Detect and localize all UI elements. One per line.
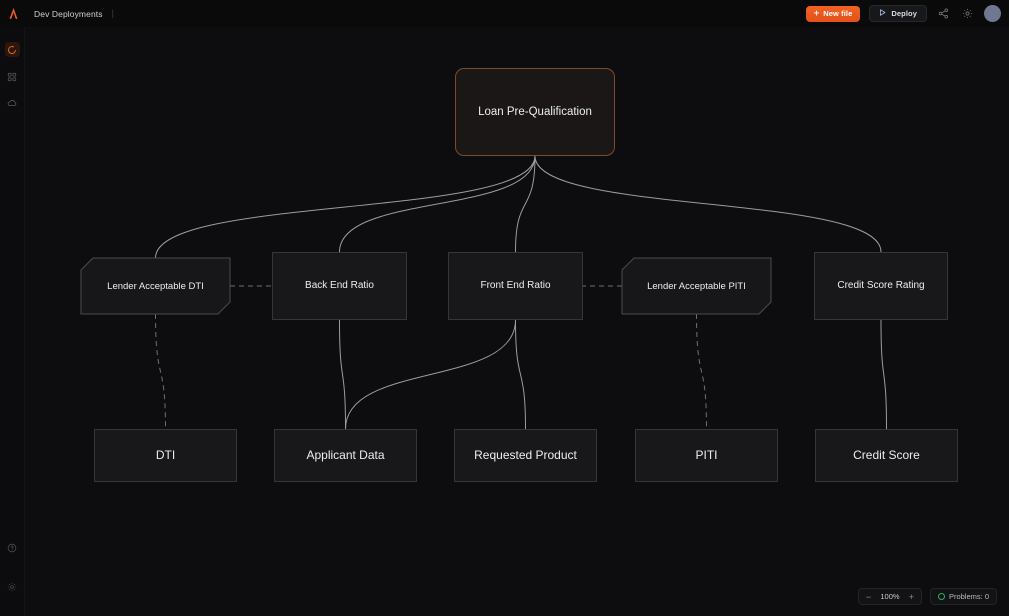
zoom-level-value[interactable]: 100% xyxy=(880,592,900,601)
graph-node-label: Applicant Data xyxy=(306,448,385,462)
zoom-out-button[interactable]: − xyxy=(865,591,872,602)
graph-node-label: Credit Score Rating xyxy=(837,279,925,291)
graph-node-asset[interactable]: Lender Acceptable PITI xyxy=(621,257,772,315)
new-file-button[interactable]: + New file xyxy=(805,5,861,22)
graph-edge xyxy=(880,319,887,430)
plus-icon: + xyxy=(813,8,820,18)
status-ok-icon xyxy=(937,593,945,600)
graph-node-label: Lender Acceptable PITI xyxy=(647,280,746,292)
graph-node-leaf[interactable]: Requested Product xyxy=(454,429,597,482)
play-icon xyxy=(879,9,886,18)
graph-node-label: Back End Ratio xyxy=(305,279,374,291)
avatar[interactable] xyxy=(984,5,1001,22)
graph-node-asset[interactable]: Lender Acceptable DTI xyxy=(80,257,231,315)
deploy-label: Deploy xyxy=(891,9,917,18)
graph-edge xyxy=(515,155,536,253)
graph-edges xyxy=(155,155,887,430)
top-bar: Dev Deployments | + New file Deploy xyxy=(0,0,1009,27)
graph-node-leaf[interactable]: PITI xyxy=(635,429,778,482)
deploy-button[interactable]: Deploy xyxy=(869,5,927,22)
zoom-control: − 100% + xyxy=(857,588,922,605)
problems-label: Problems: 0 xyxy=(948,592,989,601)
gear-icon[interactable] xyxy=(960,6,975,21)
graph-edge xyxy=(155,155,536,259)
cloud-icon[interactable] xyxy=(0,90,25,117)
graph-edge xyxy=(696,313,707,430)
graph-node-label: Requested Product xyxy=(474,448,577,462)
left-rail xyxy=(0,27,25,616)
graph-node-rule[interactable]: Back End Ratio xyxy=(272,252,407,320)
graph-node-label: Loan Pre-Qualification xyxy=(478,105,592,118)
graph-edge xyxy=(155,313,166,430)
new-file-label: New file xyxy=(823,9,853,18)
graph-node-label: PITI xyxy=(695,448,718,462)
graph-node-leaf[interactable]: DTI xyxy=(94,429,237,482)
graph-node-rule[interactable]: Credit Score Rating xyxy=(814,252,948,320)
canvas-status-controls: − 100% + Problems: 0 xyxy=(857,588,997,605)
graph-edge xyxy=(339,319,346,430)
help-icon[interactable] xyxy=(0,534,25,561)
graph-node-leaf[interactable]: Credit Score xyxy=(815,429,958,482)
graph-node-label: DTI xyxy=(155,448,176,462)
activity-icon[interactable] xyxy=(0,36,25,63)
graph-node-rule[interactable]: Front End Ratio xyxy=(448,252,583,320)
breadcrumb-separator: | xyxy=(111,8,114,18)
share-icon[interactable] xyxy=(936,6,951,21)
graph-edge xyxy=(339,155,536,253)
graph-node-leaf[interactable]: Applicant Data xyxy=(274,429,417,482)
breadcrumb-item-dev-deployments[interactable]: Dev Deployments xyxy=(34,8,103,19)
graph-node-label: Credit Score xyxy=(853,448,920,462)
toolbar: + New file Deploy xyxy=(805,0,1001,27)
settings-gear-icon[interactable] xyxy=(0,573,25,600)
graph-node-label: Lender Acceptable DTI xyxy=(107,280,204,292)
problems-badge[interactable]: Problems: 0 xyxy=(929,588,997,605)
graph-node-label: Front End Ratio xyxy=(480,279,551,291)
breadcrumb: Dev Deployments | xyxy=(34,9,114,19)
anaconda-logo-icon[interactable] xyxy=(0,0,26,27)
zoom-in-button[interactable]: + xyxy=(908,591,915,602)
graph-node-root[interactable]: Loan Pre-Qualification xyxy=(455,68,615,156)
graph-edge xyxy=(534,155,882,253)
graph-edge xyxy=(515,319,526,430)
graph-edge xyxy=(345,319,516,430)
grid-icon[interactable] xyxy=(0,63,25,90)
